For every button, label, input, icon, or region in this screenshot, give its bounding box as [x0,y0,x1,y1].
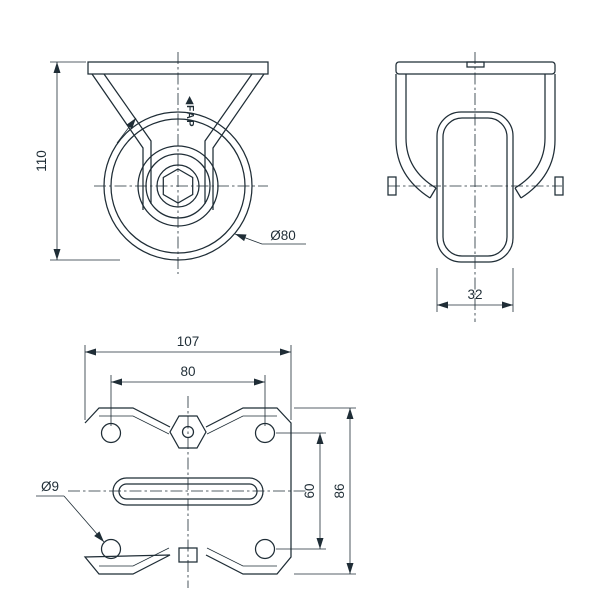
plate-depth-label: 86 [332,483,347,498]
front-fork [91,73,265,210]
front-view: ◀FAP 110 Ø80 [34,52,306,274]
dim-hole-diameter: Ø9 [36,479,105,543]
top-view: 107 80 60 86 [36,334,356,588]
side-fork [387,74,564,199]
top-plate-outline [83,407,292,575]
dim-plate-width-107: 107 [84,334,292,420]
hole-diameter-label: Ø9 [41,479,59,494]
plate-width-label: 107 [177,334,200,349]
height-dim-label: 110 [34,150,49,172]
top-center-nut [169,415,207,449]
bolt-holes [100,422,276,560]
wheel-width-label: 32 [467,287,482,302]
fork-pointer-arrow [116,117,137,144]
bolt-spacing-x-label: 80 [180,364,195,379]
side-plate [395,61,556,75]
brand-logo: ◀FAP [184,95,195,127]
dim-wheel-diameter: Ø80 [234,228,306,245]
dim-bolt-spacing-80: 80 [110,364,266,426]
dim-wheel-width-32: 32 [436,268,514,312]
center-slot [112,477,264,506]
front-plate [87,61,269,75]
bolt-spacing-y-label: 60 [302,483,317,498]
dim-bolt-spacing-60: 60 [276,432,326,550]
side-wheel [436,111,514,263]
side-view: 32 [387,52,564,322]
dim-height-110: 110 [34,61,120,261]
front-wheel [103,111,253,261]
bottom-center-tab [178,547,198,563]
axle-bolt-nut [554,176,564,196]
wheel-diameter-label: Ø80 [270,228,296,243]
dim-plate-depth-86: 86 [294,407,356,575]
axle-nut [162,168,194,204]
side-plate-notch [466,61,485,68]
axle-bolt-head [387,176,397,196]
